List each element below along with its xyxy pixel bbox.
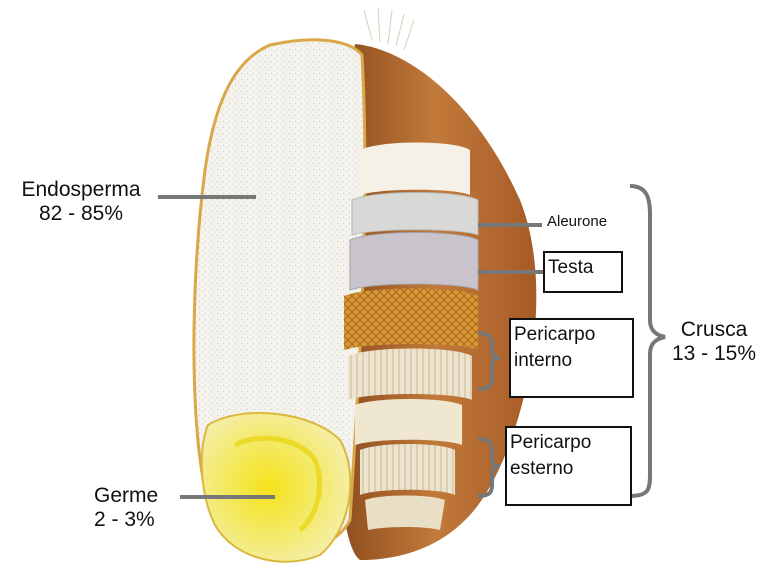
germe-label: Germe 2 - 3% bbox=[94, 484, 178, 531]
testa-layer bbox=[350, 233, 478, 291]
germe-name: Germe bbox=[94, 484, 158, 507]
pericarpo-interno-line1: Pericarpo bbox=[514, 322, 629, 348]
endosperma-label: Endosperma 82 - 85% bbox=[6, 178, 156, 225]
pericarpo-interno-box: Pericarpo interno bbox=[509, 318, 634, 398]
crusca-label: Crusca 13 - 15% bbox=[664, 318, 764, 365]
crusca-name: Crusca bbox=[681, 318, 748, 341]
endosperma-value: 82 - 85% bbox=[39, 202, 123, 225]
pericarpo-interno-line2: interno bbox=[514, 348, 629, 374]
pericarpo-esterno-line2: esterno bbox=[510, 456, 627, 482]
aleurone-label: Aleurone bbox=[547, 214, 607, 231]
aleurone-layer bbox=[352, 193, 478, 236]
pericarpo-esterno-line1: Pericarpo bbox=[510, 430, 627, 456]
testa-label: Testa bbox=[548, 255, 618, 281]
pericarpo-esterno-box: Pericarpo esterno bbox=[505, 426, 632, 506]
crusca-value: 13 - 15% bbox=[672, 342, 756, 365]
kernel-brush bbox=[364, 8, 414, 50]
germe-value: 2 - 3% bbox=[94, 508, 155, 531]
crusca-bracket bbox=[630, 186, 665, 496]
germ-section bbox=[202, 413, 351, 562]
testa-box: Testa bbox=[543, 251, 623, 293]
endosperma-name: Endosperma bbox=[21, 178, 140, 201]
